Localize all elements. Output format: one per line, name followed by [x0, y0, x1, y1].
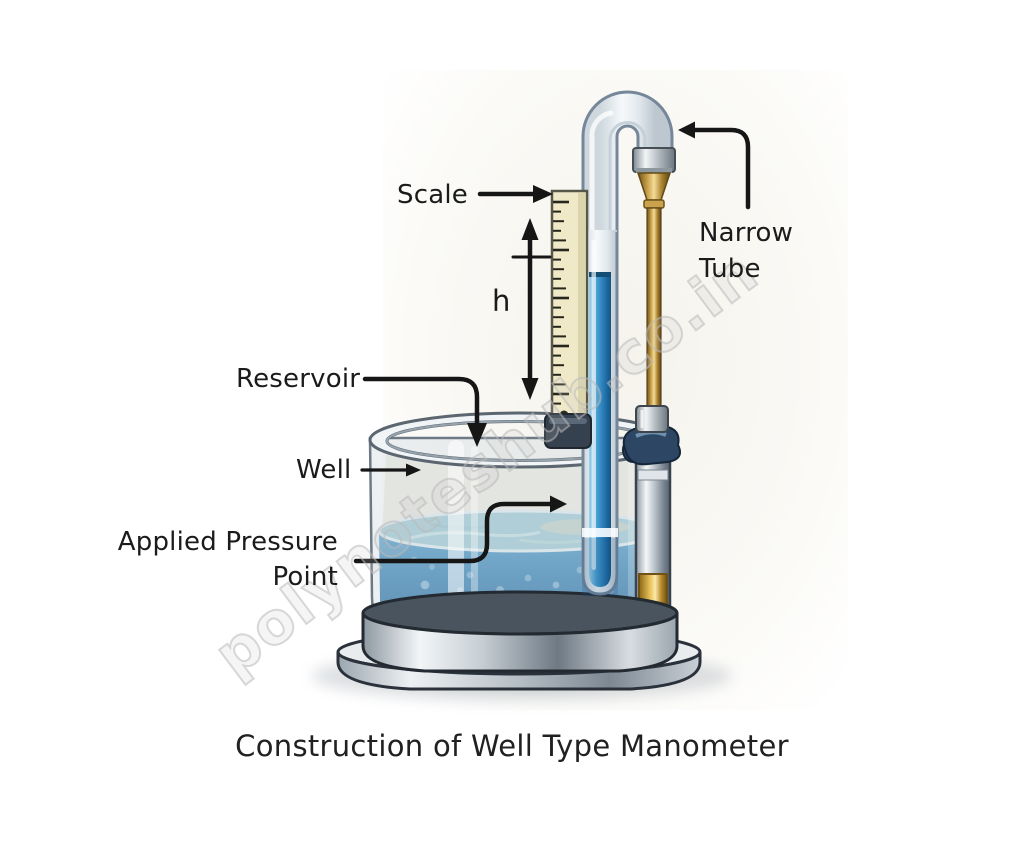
applied-pressure-arrow	[353, 495, 567, 564]
applied-pressure-label: Applied Pressure Point	[100, 525, 338, 595]
narrow-tube-label: Narrow Tube	[699, 215, 793, 287]
scale-arrow	[477, 185, 553, 203]
measuring-tube	[581, 230, 619, 596]
well-label: Well	[296, 455, 352, 485]
clamp-and-sleeve	[622, 425, 681, 612]
annotation-arrows	[353, 121, 751, 564]
well-arrow	[360, 463, 421, 477]
height-arrow	[511, 218, 552, 400]
reservoir-label: Reservoir	[236, 364, 361, 394]
base	[336, 590, 702, 691]
height-label: h	[492, 284, 511, 318]
narrow-tube-label-line2: Tube	[699, 254, 761, 284]
narrow-tube-brass	[632, 147, 676, 433]
narrow-tube-label-line1: Narrow	[699, 218, 794, 248]
applied-pressure-label-line1: Applied Pressure	[117, 527, 338, 557]
u-bend-glass	[581, 90, 674, 242]
narrow-tube-arrow	[678, 121, 751, 210]
scale-label: Scale	[397, 180, 468, 210]
reservoir-arrow	[362, 376, 487, 447]
ruler-scale	[544, 189, 592, 449]
diagram-title: Construction of Well Type Manometer	[235, 729, 789, 763]
applied-pressure-label-line2: Point	[272, 562, 338, 592]
